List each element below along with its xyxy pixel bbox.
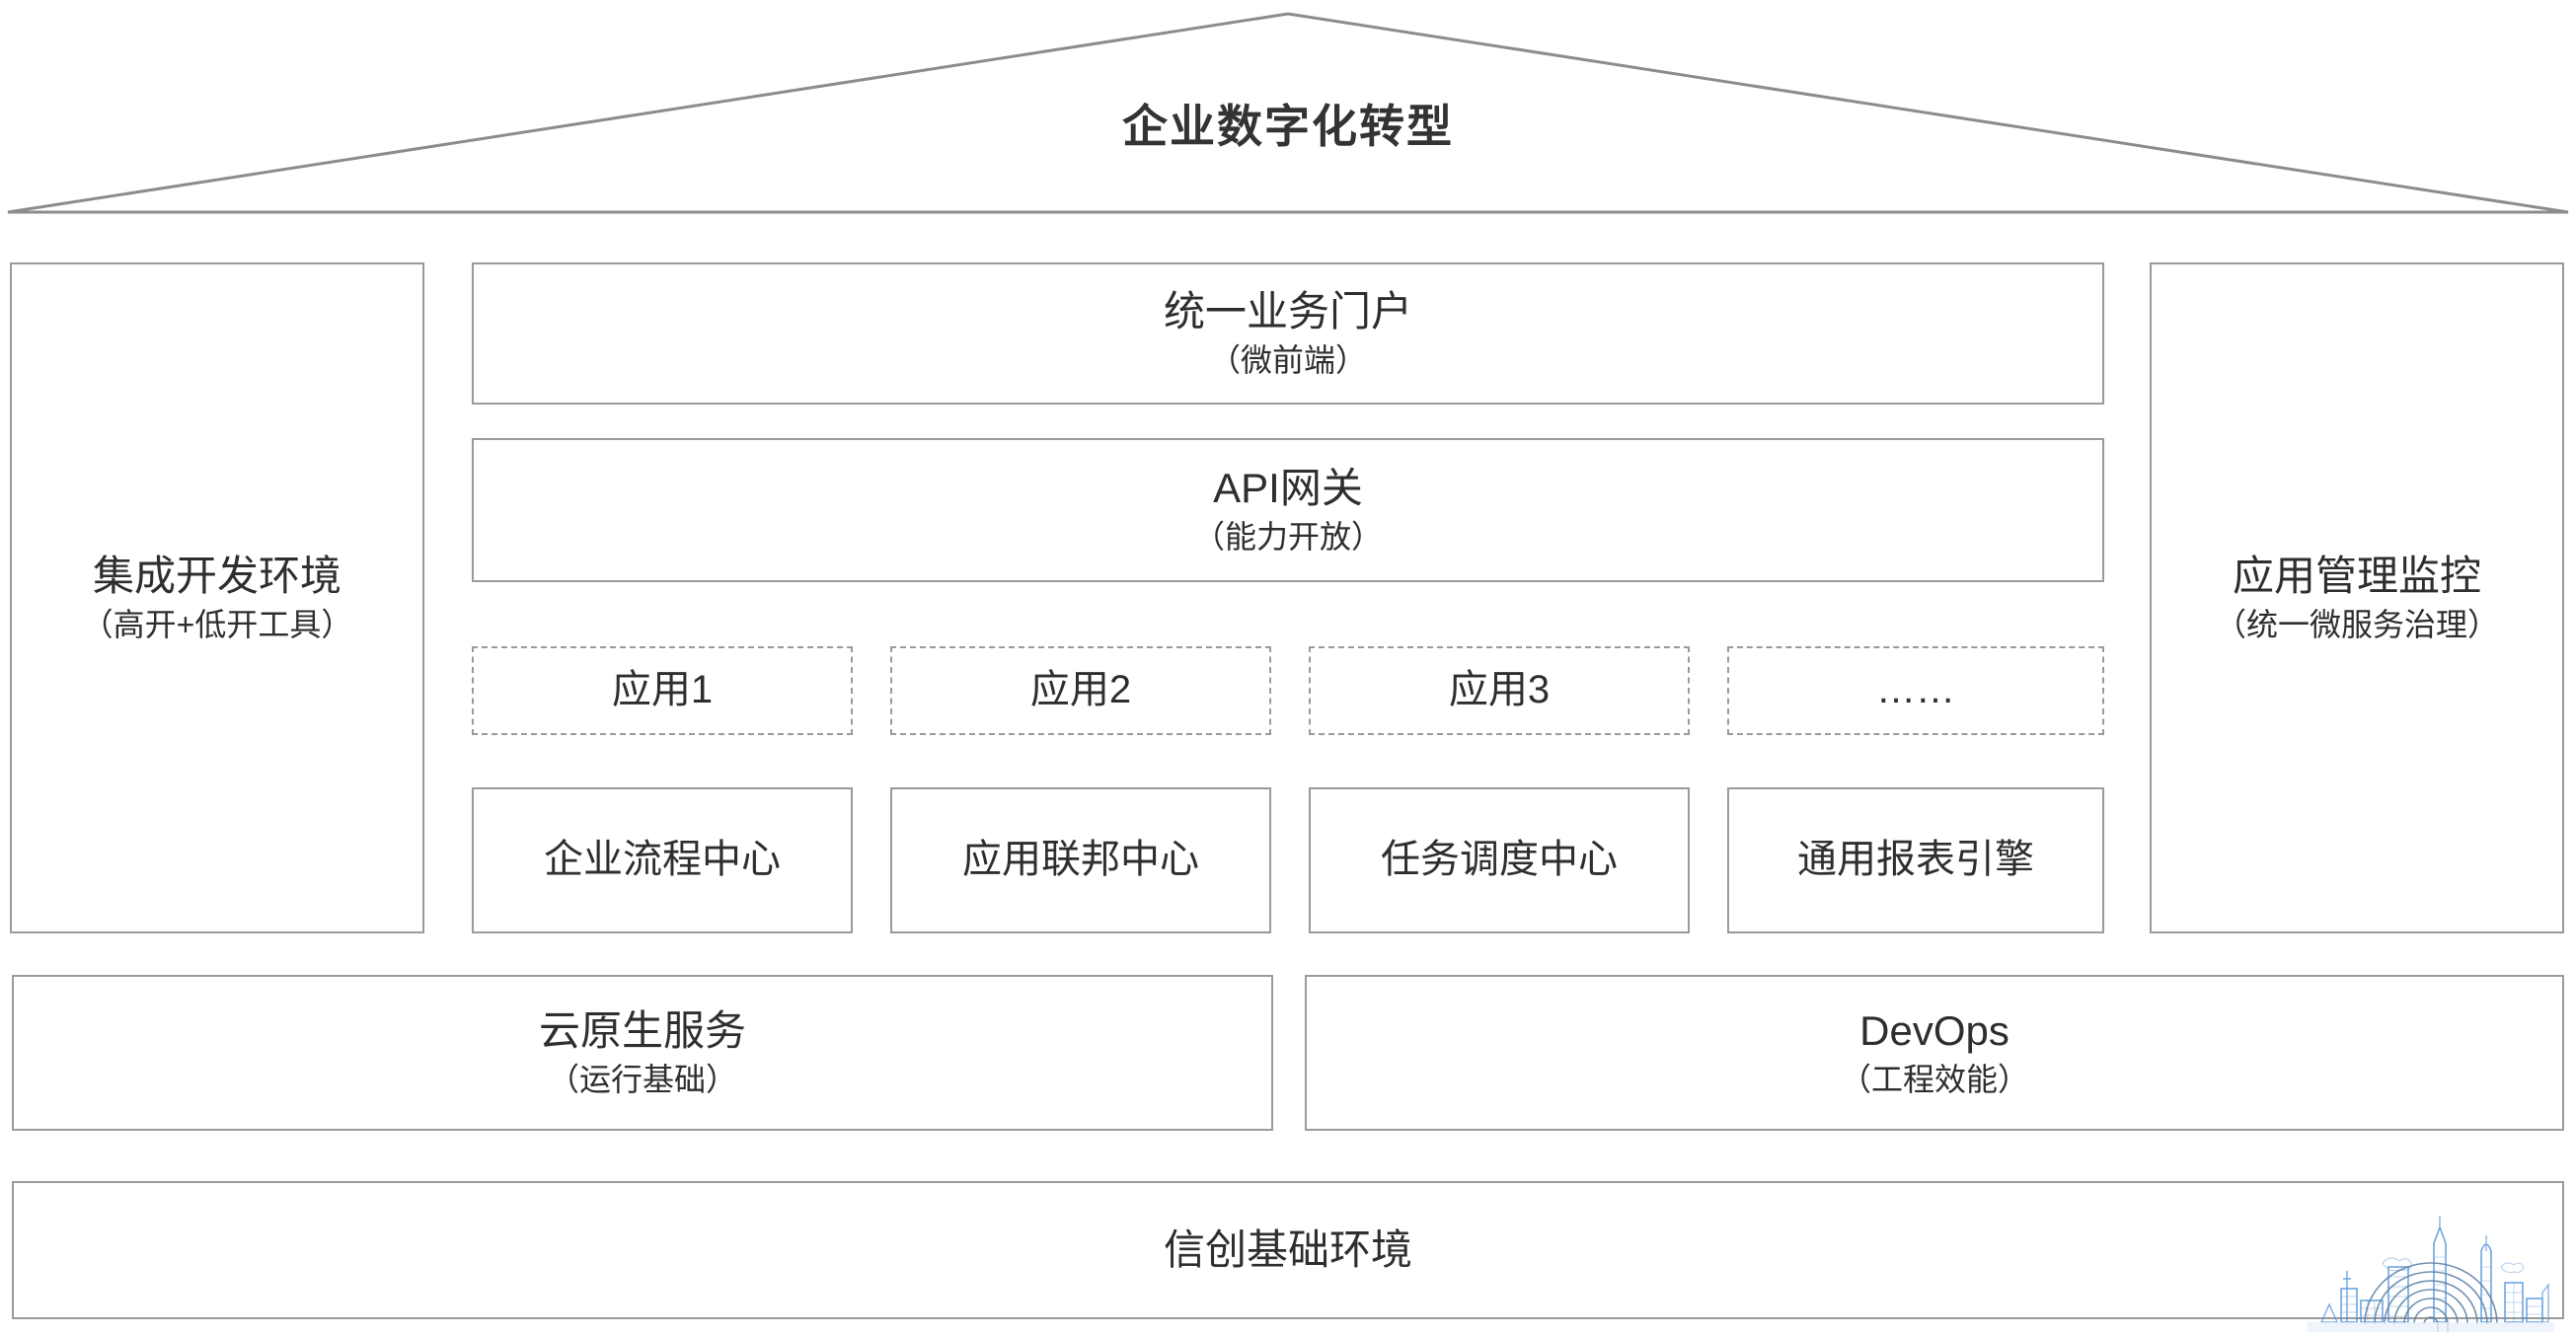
- pillar-right-subtitle: （统一微服务治理）: [2214, 606, 2499, 642]
- gateway-title: API网关: [1213, 465, 1363, 512]
- portal-title: 统一业务门户: [1163, 288, 1412, 335]
- devops-title: DevOps: [1859, 1007, 2009, 1055]
- portal-subtitle: （微前端）: [1208, 341, 1367, 378]
- app-cell-1-label: 应用1: [611, 668, 714, 712]
- capability-card-task-scheduling-center[interactable]: 任务调度中心: [1309, 787, 1690, 933]
- cloud-subtitle: （运行基础）: [547, 1061, 737, 1097]
- devops-box[interactable]: DevOps （工程效能）: [1305, 975, 2564, 1131]
- base-title: 信创基础环境: [1163, 1226, 1412, 1274]
- cloud-title: 云原生服务: [538, 1007, 746, 1055]
- xinchuang-base-environment-box[interactable]: 信创基础环境: [12, 1181, 2564, 1319]
- gateway-subtitle: （能力开放）: [1192, 518, 1383, 555]
- capability-card-app-federation-center[interactable]: 应用联邦中心: [890, 787, 1271, 933]
- roof-shape: [0, 0, 2576, 222]
- pillar-right-title: 应用管理监控: [2232, 553, 2481, 600]
- app-cell-3[interactable]: 应用3: [1309, 646, 1690, 735]
- pillar-application-management-monitoring[interactable]: 应用管理监控 （统一微服务治理）: [2150, 262, 2564, 933]
- capability-card-2-label: 应用联邦中心: [962, 838, 1199, 882]
- capability-card-4-label: 通用报表引擎: [1797, 838, 2034, 882]
- devops-subtitle: （工程效能）: [1839, 1061, 2029, 1097]
- app-cell-more[interactable]: ……: [1727, 646, 2104, 735]
- capability-card-3-label: 任务调度中心: [1381, 838, 1618, 882]
- cloud-native-services-box[interactable]: 云原生服务 （运行基础）: [12, 975, 1273, 1131]
- pillar-integrated-dev-environment[interactable]: 集成开发环境 （高开+低开工具）: [10, 262, 424, 933]
- pillar-left-subtitle: （高开+低开工具）: [81, 606, 353, 642]
- capability-card-1-label: 企业流程中心: [544, 838, 781, 882]
- app-cell-more-label: ……: [1876, 668, 1955, 712]
- capability-card-process-center[interactable]: 企业流程中心: [472, 787, 853, 933]
- capability-card-report-engine[interactable]: 通用报表引擎: [1727, 787, 2104, 933]
- page-title: 企业数字化转型: [1122, 101, 1454, 152]
- unified-business-portal-box[interactable]: 统一业务门户 （微前端）: [472, 262, 2104, 405]
- pillar-left-title: 集成开发环境: [92, 553, 341, 600]
- app-cell-3-label: 应用3: [1448, 668, 1551, 712]
- api-gateway-box[interactable]: API网关 （能力开放）: [472, 438, 2104, 582]
- app-cell-1[interactable]: 应用1: [472, 646, 853, 735]
- app-cell-2-label: 应用2: [1029, 668, 1132, 712]
- app-cell-2[interactable]: 应用2: [890, 646, 1271, 735]
